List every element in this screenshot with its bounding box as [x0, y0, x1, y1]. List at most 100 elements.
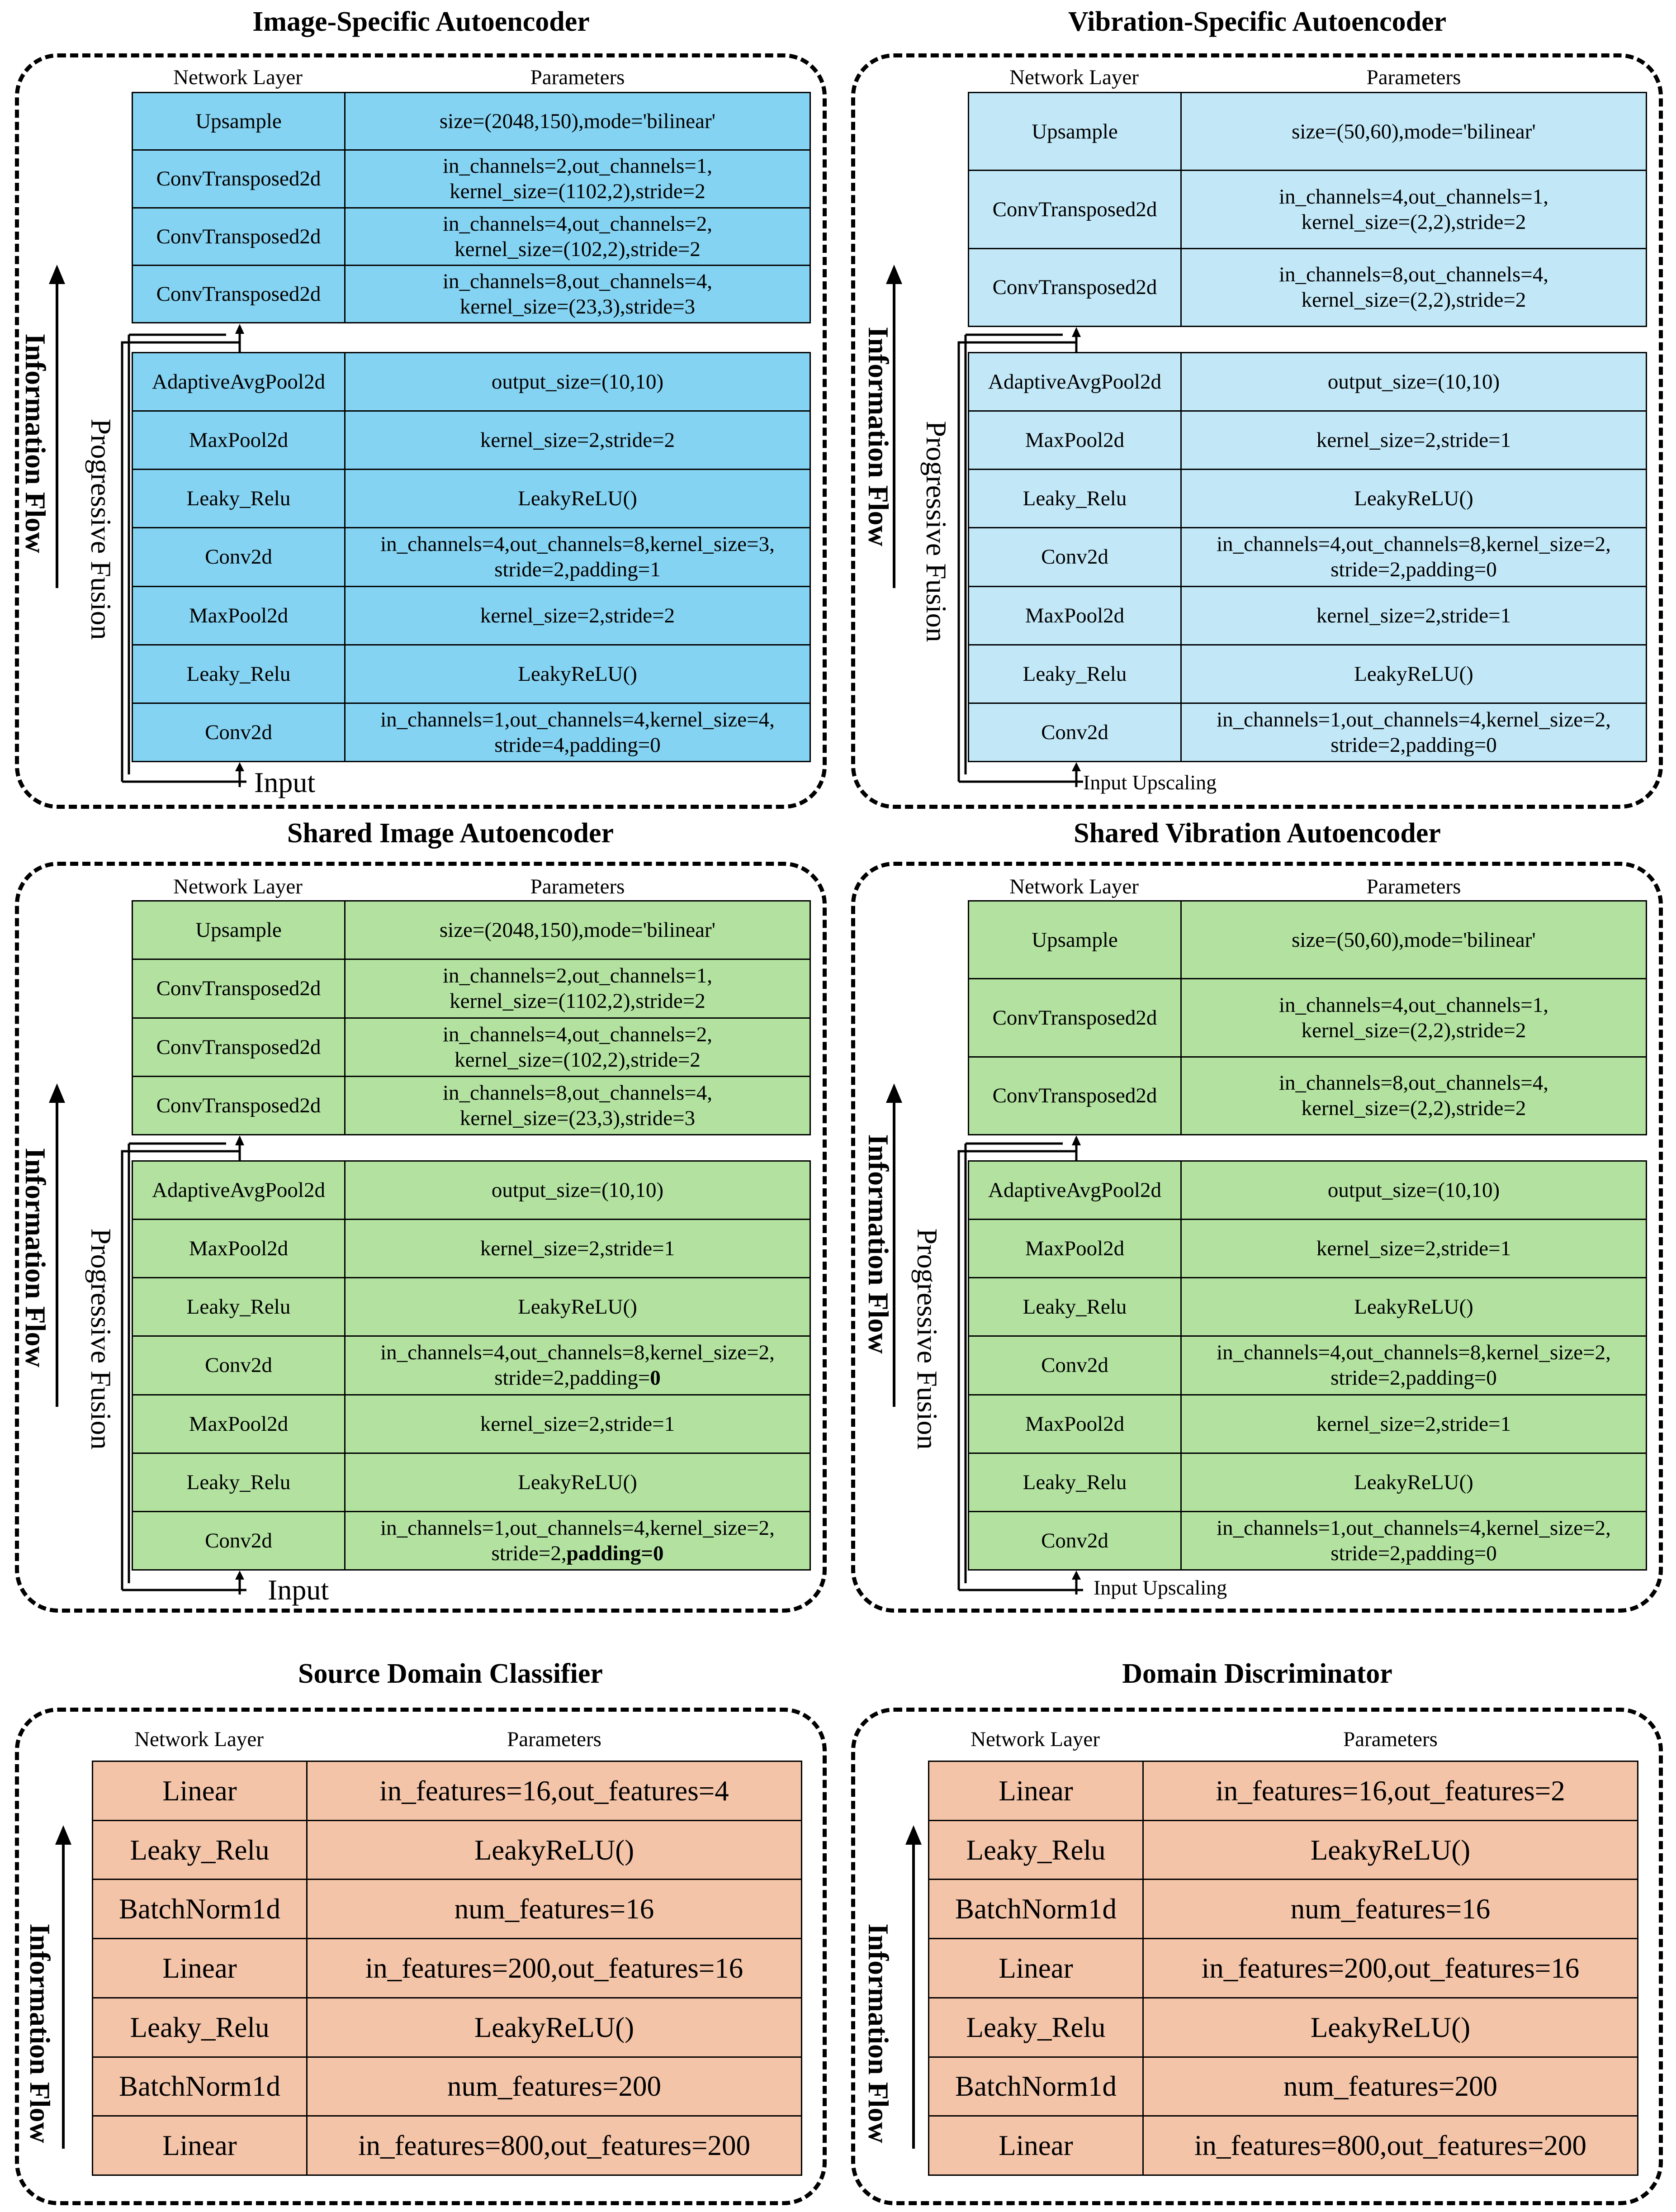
arrowhead-icon — [1072, 762, 1081, 771]
parameters-cell: num_features=16 — [454, 1893, 654, 1925]
layer-name-cell: Conv2d — [969, 1337, 1182, 1394]
parameters-cell: kernel_size=2,stride=1 — [1316, 1237, 1511, 1261]
column-header-params: Parameters — [530, 66, 625, 89]
panel-frame-vibration-specific — [851, 53, 1663, 809]
parameters-cell: output_size=(10,10) — [1327, 370, 1500, 394]
layer-name-cell: BatchNorm1d — [93, 2057, 308, 2116]
parameters-cell: in_channels=4,out_channels=8,kernel_size… — [1217, 532, 1611, 582]
table-row: ConvTransposed2d in_channels=8,out_channe… — [133, 1077, 810, 1134]
column-header-params: Parameters — [1366, 66, 1461, 89]
arrowhead-icon — [49, 1083, 65, 1103]
layer-name-cell: ConvTransposed2d — [133, 1077, 346, 1134]
progressive-fusion-line — [121, 341, 240, 782]
layer-name-cell: ConvTransposed2d — [969, 979, 1182, 1056]
layer-name-cell: ConvTransposed2d — [969, 171, 1182, 248]
parameters-bold: 0 — [650, 1366, 661, 1390]
column-header-layer: Network Layer — [173, 66, 303, 89]
parameters-cell: kernel_size=2,stride=2 — [480, 428, 675, 452]
layer-name-cell: ConvTransposed2d — [969, 249, 1182, 326]
column-header-layer: Network Layer — [134, 1728, 264, 1751]
panel-title-source-classifier: Source Domain Classifier — [298, 1658, 603, 1689]
progressive-fusion-line — [957, 1150, 1076, 1590]
layer-name-cell: AdaptiveAvgPool2d — [133, 353, 346, 411]
parameters-cell: LeakyReLU() — [1354, 1470, 1473, 1494]
layer-name-cell: Upsample — [133, 902, 346, 959]
column-header-params: Parameters — [1366, 875, 1461, 898]
parameters-cell: size=(50,60),mode='bilinear' — [1292, 928, 1536, 952]
arrowhead-icon — [886, 1083, 902, 1103]
parameters-cell: in_channels=2,out_channels=1, kernel_siz… — [443, 154, 712, 204]
parameters-cell: in_channels=4,out_channels=2, kernel_siz… — [443, 212, 712, 261]
parameters-cell: LeakyReLU() — [518, 1295, 637, 1319]
parameters-cell: in_channels=1,out_channels=4,kernel_size… — [1217, 1516, 1611, 1565]
layer-name-cell: MaxPool2d — [969, 587, 1182, 644]
layer-name-cell: Conv2d — [133, 703, 346, 761]
panel-title-shared-image-text: Shared Image Autoencoder — [287, 818, 614, 849]
panel-frame-shared-image — [15, 862, 827, 1613]
layer-name-cell: ConvTransposed2d — [969, 1057, 1182, 1134]
layer-name-cell: MaxPool2d — [133, 1395, 346, 1453]
parameters-cell: LeakyReLU() — [1310, 1834, 1471, 1866]
layer-name-cell: ConvTransposed2d — [133, 960, 346, 1017]
layer-name-cell: Leaky_Relu — [93, 1998, 308, 2056]
parameters-cell: in_channels=1,out_channels=4,kernel_size… — [380, 707, 775, 757]
parameters-cell: in_channels=4,out_channels=2, kernel_siz… — [443, 1022, 712, 1072]
parameters-cell: LeakyReLU() — [1354, 487, 1473, 511]
arrowhead-icon — [55, 1825, 71, 1845]
parameters-cell: in_channels=8,out_channels=4, kernel_siz… — [1279, 263, 1548, 312]
parameters-cell: in_channels=8,out_channels=4, kernel_siz… — [443, 1081, 712, 1130]
table-row: Leaky_Relu LeakyReLU() — [93, 1998, 801, 2058]
parameters-cell: output_size=(10,10) — [1327, 1178, 1500, 1202]
panel-title-vibration-specific: Vibration-Specific Autoencoder — [1068, 6, 1447, 37]
parameters-cell: LeakyReLU() — [474, 2011, 634, 2043]
arrowhead-icon — [1072, 1135, 1081, 1145]
table-row: Conv2d in_channels=1,out_channels=4,kerne… — [133, 703, 810, 761]
layer-name-cell: Linear — [93, 1762, 308, 1820]
table-row: AdaptiveAvgPool2d output_size=(10,10) — [969, 1162, 1646, 1220]
panel-title-image-specific: Image-Specific Autoencoder — [252, 6, 590, 37]
table-row: ConvTransposed2d in_channels=8,out_channe… — [969, 249, 1646, 326]
parameters-cell: in_features=800,out_features=200 — [358, 2130, 751, 2162]
arrowhead-icon — [235, 324, 244, 334]
parameters-cell: in_features=800,out_features=200 — [1194, 2130, 1587, 2162]
arrowhead-icon — [1072, 1571, 1081, 1580]
layer-name-cell: Leaky_Relu — [969, 645, 1182, 703]
layer-name-cell: BatchNorm1d — [929, 1880, 1144, 1938]
layer-name-cell: Leaky_Relu — [969, 1278, 1182, 1336]
layer-name-cell: AdaptiveAvgPool2d — [969, 1162, 1182, 1219]
layer-name-cell: Leaky_Relu — [969, 470, 1182, 527]
parameters-bold: padding=0 — [566, 1541, 664, 1565]
layer-name-cell: AdaptiveAvgPool2d — [133, 1162, 346, 1219]
input-label: Input — [268, 1574, 329, 1606]
parameters-line: stride=2,padding= — [494, 1366, 650, 1390]
input-upscaling-label: Input Upscaling — [1094, 1576, 1227, 1599]
layer-name-cell: MaxPool2d — [969, 1395, 1182, 1453]
